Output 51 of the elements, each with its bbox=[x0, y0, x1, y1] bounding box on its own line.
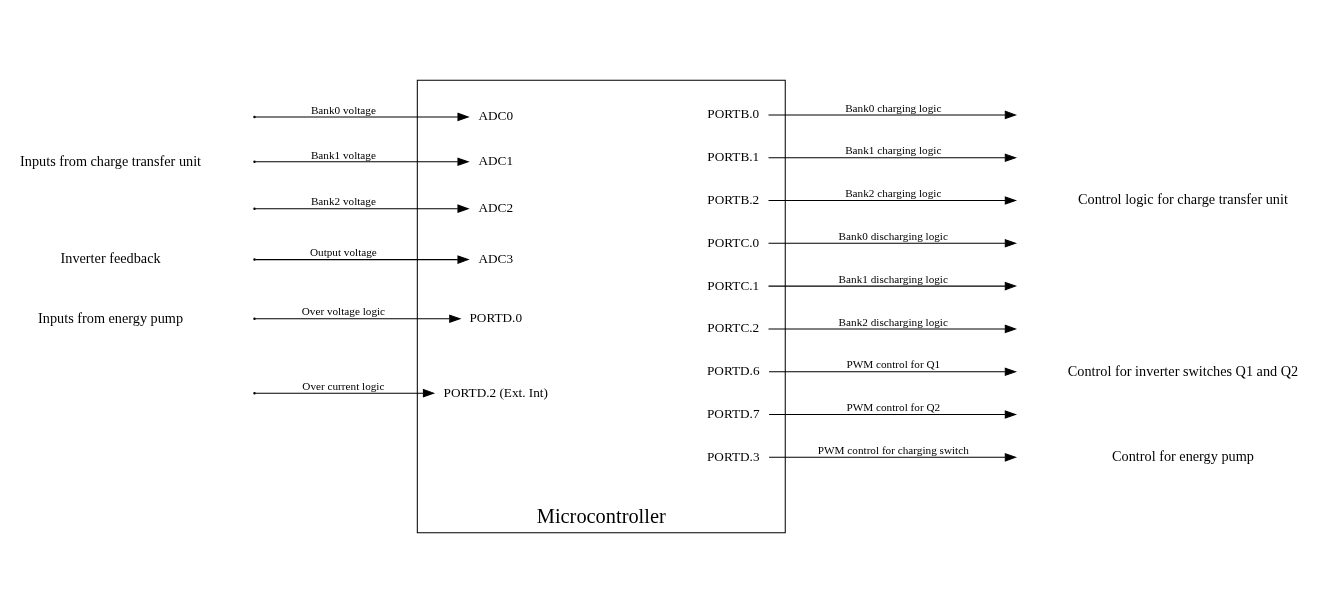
label: Control for energy pump bbox=[1112, 447, 1254, 464]
edge-label: Bank0 voltage bbox=[310, 103, 376, 116]
label: Control logic for charge transfer unit bbox=[1078, 190, 1288, 207]
edge-label: Over voltage logic bbox=[301, 304, 386, 317]
arrow bbox=[254, 313, 462, 323]
label: Control for inverter switches Q1 and Q2 bbox=[1067, 362, 1299, 378]
node-text: ADC1 bbox=[478, 152, 514, 168]
edge-label: Bank1 voltage bbox=[310, 148, 376, 161]
edge-label: PWM control for charging switch bbox=[817, 443, 969, 456]
arrow bbox=[768, 281, 1018, 290]
node-text: PORTB.2 bbox=[707, 191, 760, 207]
arrow bbox=[768, 152, 1018, 162]
edge-label: Bank1 charging logic bbox=[845, 143, 942, 156]
node-text: PORTB.1 bbox=[707, 148, 760, 164]
arrow bbox=[254, 203, 470, 213]
edge-label: Bank0 charging logic bbox=[845, 101, 942, 114]
node-text: PORTD.7 bbox=[707, 405, 760, 421]
edge-label: Output voltage bbox=[309, 245, 377, 258]
label: Inputs from charge transfer unit bbox=[20, 152, 202, 169]
node-text: PORTD.0 bbox=[469, 309, 523, 325]
arrow bbox=[768, 195, 1018, 205]
edge-label: Over current logic bbox=[302, 379, 385, 392]
arrow bbox=[768, 110, 1018, 119]
edge-label: Bank2 discharging logic bbox=[838, 315, 948, 328]
edge-label: PWM control for Q1 bbox=[846, 357, 941, 370]
node-text: PORTC.1 bbox=[707, 277, 760, 293]
arrow bbox=[768, 409, 1018, 419]
node-text: ADC2 bbox=[478, 199, 514, 215]
node-text: ADC0 bbox=[478, 107, 514, 123]
node-text: PORTD.2 (Ext. Int) bbox=[443, 384, 548, 400]
node-text: PORTC.2 bbox=[707, 319, 760, 335]
node-text: PORTD.3 bbox=[707, 448, 760, 464]
label: Inverter feedback bbox=[60, 249, 161, 266]
edge-label: PWM control for Q2 bbox=[846, 400, 941, 413]
arrow bbox=[768, 324, 1018, 333]
node-text: ADC3 bbox=[478, 250, 514, 266]
arrow bbox=[768, 366, 1018, 376]
node-text: PORTD.6 bbox=[707, 362, 760, 378]
edge-label: Bank1 discharging logic bbox=[838, 272, 948, 285]
label: Inputs from energy pump bbox=[38, 309, 184, 325]
arrow bbox=[254, 157, 470, 166]
edge-label: Bank2 charging logic bbox=[845, 186, 942, 199]
arrow bbox=[254, 388, 436, 397]
edge-label: Bank2 voltage bbox=[310, 194, 376, 207]
node-text: PORTB.0 bbox=[707, 105, 760, 121]
arrow bbox=[768, 238, 1018, 248]
node-text: PORTC.0 bbox=[707, 234, 760, 250]
arrow bbox=[254, 254, 470, 264]
edge-label: Bank0 discharging logic bbox=[838, 229, 948, 242]
arrow bbox=[768, 452, 1018, 462]
arrow bbox=[254, 112, 470, 121]
